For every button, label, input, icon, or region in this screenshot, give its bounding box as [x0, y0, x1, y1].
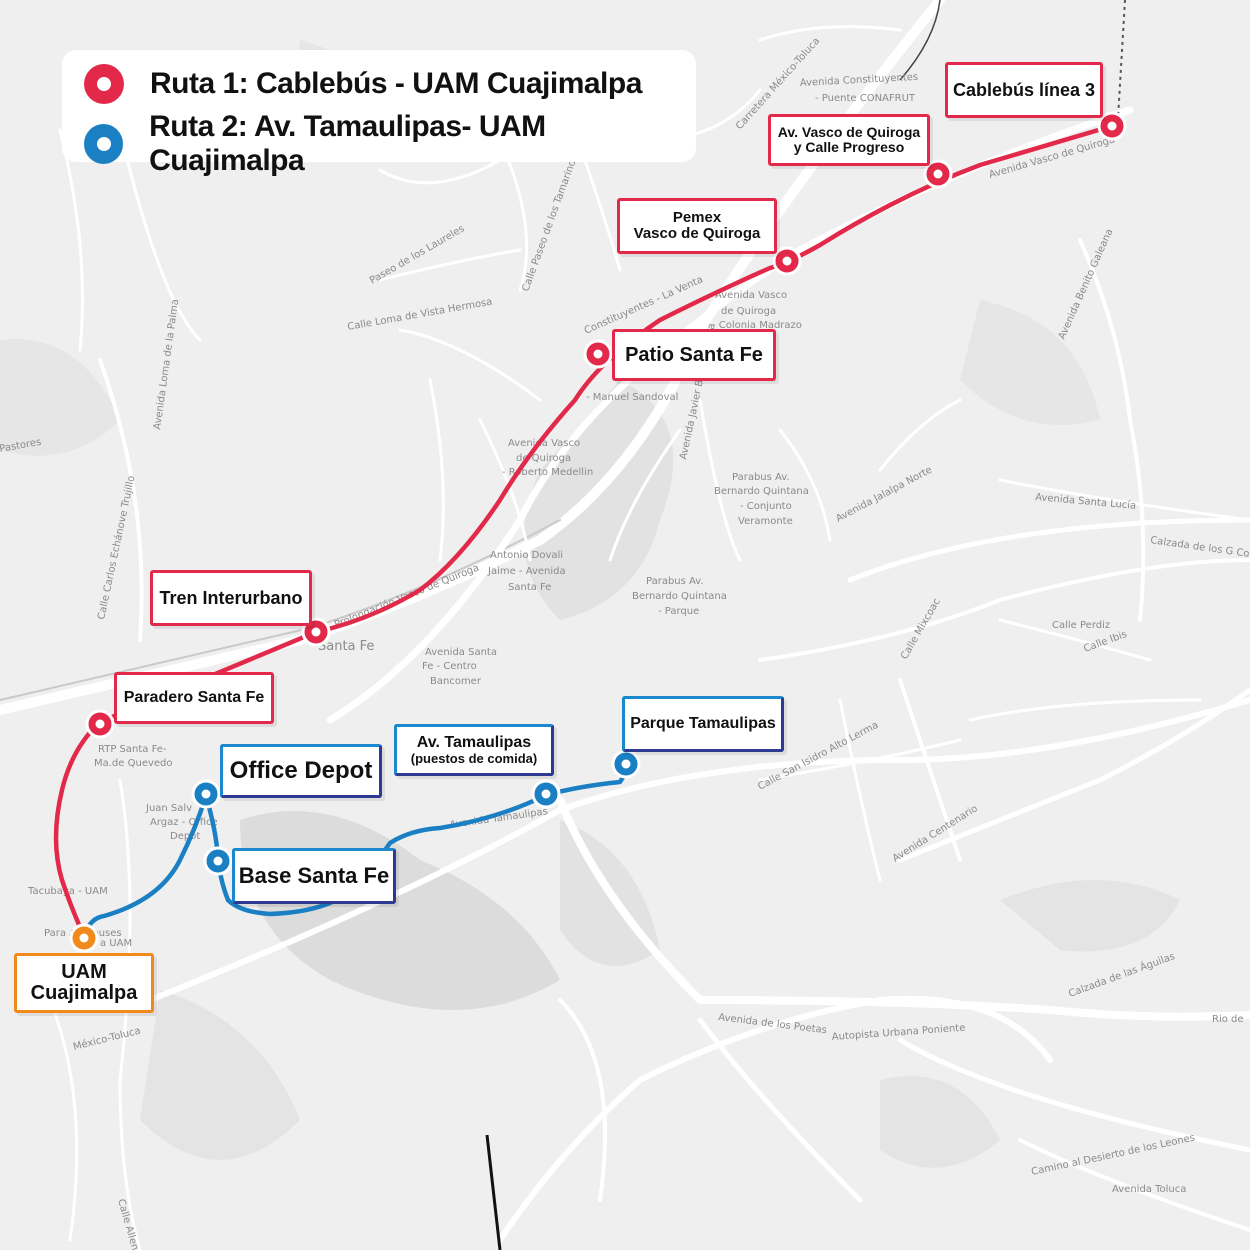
stop-name: Patio Santa Fe — [625, 343, 763, 366]
stop-label-patio[interactable]: Patio Santa Fe — [612, 329, 776, 381]
route-2-marker-icon — [84, 124, 124, 164]
street-label: Bancomer — [430, 676, 482, 687]
stop-label-vasco-progreso[interactable]: Av. Vasco de Quiroga y Calle Progreso — [768, 114, 930, 166]
stop-label-office[interactable]: Office Depot — [220, 744, 382, 798]
street-label: - Colonia Madrazo — [712, 320, 802, 331]
stop-name-line-1: Av. Tamaulipas — [416, 733, 532, 751]
stop-marker-vasco-progreso — [923, 159, 953, 189]
stop-marker-parque — [611, 749, 641, 779]
legend-route-1: Ruta 1: Cablebús - UAM Cuajimalpa — [84, 64, 642, 104]
stop-marker-pemex — [772, 246, 802, 276]
street-label: Calle Perdiz — [1052, 620, 1110, 631]
street-label: Santa Fe — [508, 582, 551, 593]
legend-route-1-label: Ruta 1: Cablebús - UAM Cuajimalpa — [150, 67, 642, 100]
street-label: Bernardo Quintana — [632, 591, 727, 602]
street-label: Depot — [170, 831, 200, 842]
street-label: Santa Fe — [318, 639, 374, 654]
stop-label-tren[interactable]: Tren Interurbano — [150, 570, 312, 626]
legend: Ruta 1: Cablebús - UAM Cuajimalpa Ruta 2… — [62, 50, 696, 177]
stop-marker-cablebus — [1097, 111, 1127, 141]
stop-label-pemex[interactable]: Pemex Vasco de Quiroga — [617, 198, 777, 254]
street-label: - Conjunto — [740, 501, 792, 512]
stop-marker-paradero — [85, 709, 115, 739]
street-label: Avenida Vasco — [508, 438, 580, 449]
street-label: - Parque — [658, 606, 699, 617]
street-label: Ma.de Quevedo — [94, 758, 173, 769]
street-label: Jaime - Avenida — [487, 566, 566, 577]
street-label: Avenida Santa — [425, 647, 497, 658]
legend-route-2: Ruta 2: Av. Tamaulipas- UAM Cuajimalpa — [84, 110, 696, 178]
stop-label-base[interactable]: Base Santa Fe — [232, 848, 396, 904]
transit-lines — [485, 0, 1126, 1250]
street-label: Fe - Centro — [422, 661, 477, 672]
street-label: Bernardo Quintana — [714, 486, 809, 497]
street-label: Parabus Av. — [646, 576, 704, 587]
stop-label-tamaulipas[interactable]: Av. Tamaulipas (puestos de comida) — [394, 724, 554, 776]
stop-name-line-2: (puestos de comida) — [410, 750, 538, 766]
stop-name-line-1: Pemex — [672, 209, 722, 227]
street-label: Veramonte — [738, 516, 793, 527]
street-label: Argaz - Office — [150, 817, 218, 828]
stop-marker-office — [191, 779, 221, 809]
street-label: RTP Santa Fe- — [98, 744, 167, 755]
street-label: a UAM — [100, 938, 132, 949]
route-1-line — [53, 123, 1115, 939]
stop-label-parque[interactable]: Parque Tamaulipas — [622, 696, 784, 752]
stop-name: Tren Interurbano — [159, 587, 303, 608]
stop-name: Cablebús línea 3 — [952, 79, 1096, 100]
stop-name: Office Depot — [229, 757, 373, 785]
street-label: Avenida Vasco — [715, 290, 787, 301]
stop-marker-patio — [583, 339, 613, 369]
stop-name-line-1: UAM — [61, 961, 107, 983]
stop-name: Base Santa Fe — [238, 863, 390, 889]
street-label: Parabus Av. — [732, 472, 790, 483]
stop-name: Parque Tamaulipas — [630, 714, 776, 732]
stop-marker-tamaulipas — [531, 779, 561, 809]
street-label: Rio de — [1212, 1014, 1244, 1025]
stop-name-line-2: Cuajimalpa — [30, 982, 138, 1004]
stop-name-line-2: y Calle Progreso — [793, 139, 905, 155]
street-label: de Quiroga — [516, 453, 571, 464]
stop-name: Paradero Santa Fe — [123, 688, 265, 706]
street-label: - Manuel Sandoval — [586, 392, 678, 403]
route-1-marker-icon — [84, 64, 124, 104]
stop-label-paradero[interactable]: Paradero Santa Fe — [114, 672, 274, 724]
street-label: Juan Salv — [145, 803, 192, 814]
stop-marker-uam — [69, 923, 99, 953]
stop-label-uam[interactable]: UAM Cuajimalpa — [14, 953, 154, 1013]
legend-route-2-label: Ruta 2: Av. Tamaulipas- UAM Cuajimalpa — [149, 110, 546, 177]
stop-label-cablebus[interactable]: Cablebús línea 3 — [945, 62, 1103, 118]
stop-name-line-1: Av. Vasco de Quiroga — [777, 124, 921, 141]
street-label: - Roberto Medellin — [502, 467, 593, 478]
street-label: Antonio Dovali — [490, 550, 563, 561]
street-label: de Quiroga — [721, 306, 776, 317]
stop-markers[interactable] — [69, 111, 1127, 953]
stop-name-line-2: Vasco de Quiroga — [633, 225, 761, 242]
street-label: Avenida Toluca — [1112, 1184, 1186, 1195]
street-label: - Puente CONAFRUT — [815, 93, 916, 104]
stop-marker-base — [203, 846, 233, 876]
